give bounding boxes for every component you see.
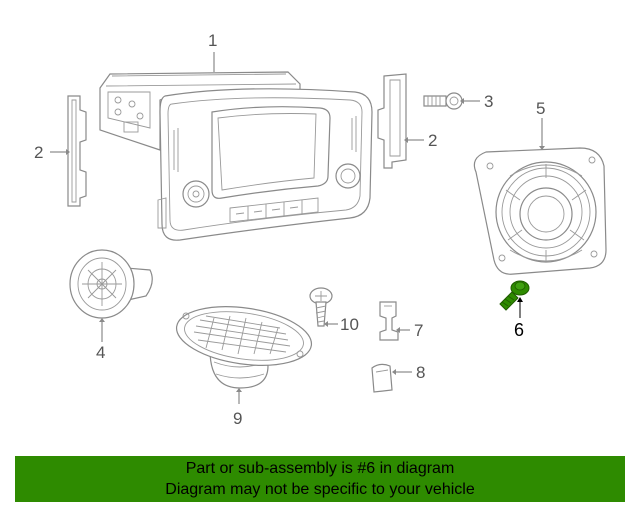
callout-1: 1: [208, 31, 217, 50]
clip-part-8[interactable]: [371, 363, 412, 393]
callout-6: 6: [514, 320, 524, 340]
callout-4: 4: [96, 343, 105, 362]
radio-head-unit[interactable]: [99, 52, 373, 241]
oval-speaker-part-9[interactable]: [173, 299, 315, 404]
callout-7: 7: [414, 321, 423, 340]
callout-5: 5: [536, 99, 545, 118]
callout-10: 10: [340, 315, 359, 334]
callout-2-left: 2: [34, 143, 43, 162]
callout-8: 8: [416, 363, 425, 382]
banner-line-disclaimer: Diagram may not be specific to your vehi…: [165, 481, 475, 498]
highlighted-screw-part-6[interactable]: [499, 280, 530, 318]
callout-2-right: 2: [428, 131, 437, 150]
banner-line-part: Part or sub-assembly is #6 in diagram: [185, 460, 455, 477]
door-speaker-part-5[interactable]: [473, 118, 607, 275]
callout-9: 9: [233, 409, 242, 428]
screw-part-3[interactable]: [423, 92, 480, 110]
screw-part-10[interactable]: [309, 287, 338, 327]
part-info-banner: Part or sub-assembly is #6 in diagram Di…: [15, 456, 625, 502]
parts-diagram: 1 2 2 3 5: [34, 31, 607, 428]
callout-3: 3: [484, 92, 493, 111]
left-mounting-bracket[interactable]: [50, 95, 87, 207]
clip-part-7[interactable]: [379, 301, 410, 341]
tweeter-part-4[interactable]: [69, 249, 153, 342]
right-mounting-bracket[interactable]: [377, 73, 424, 169]
